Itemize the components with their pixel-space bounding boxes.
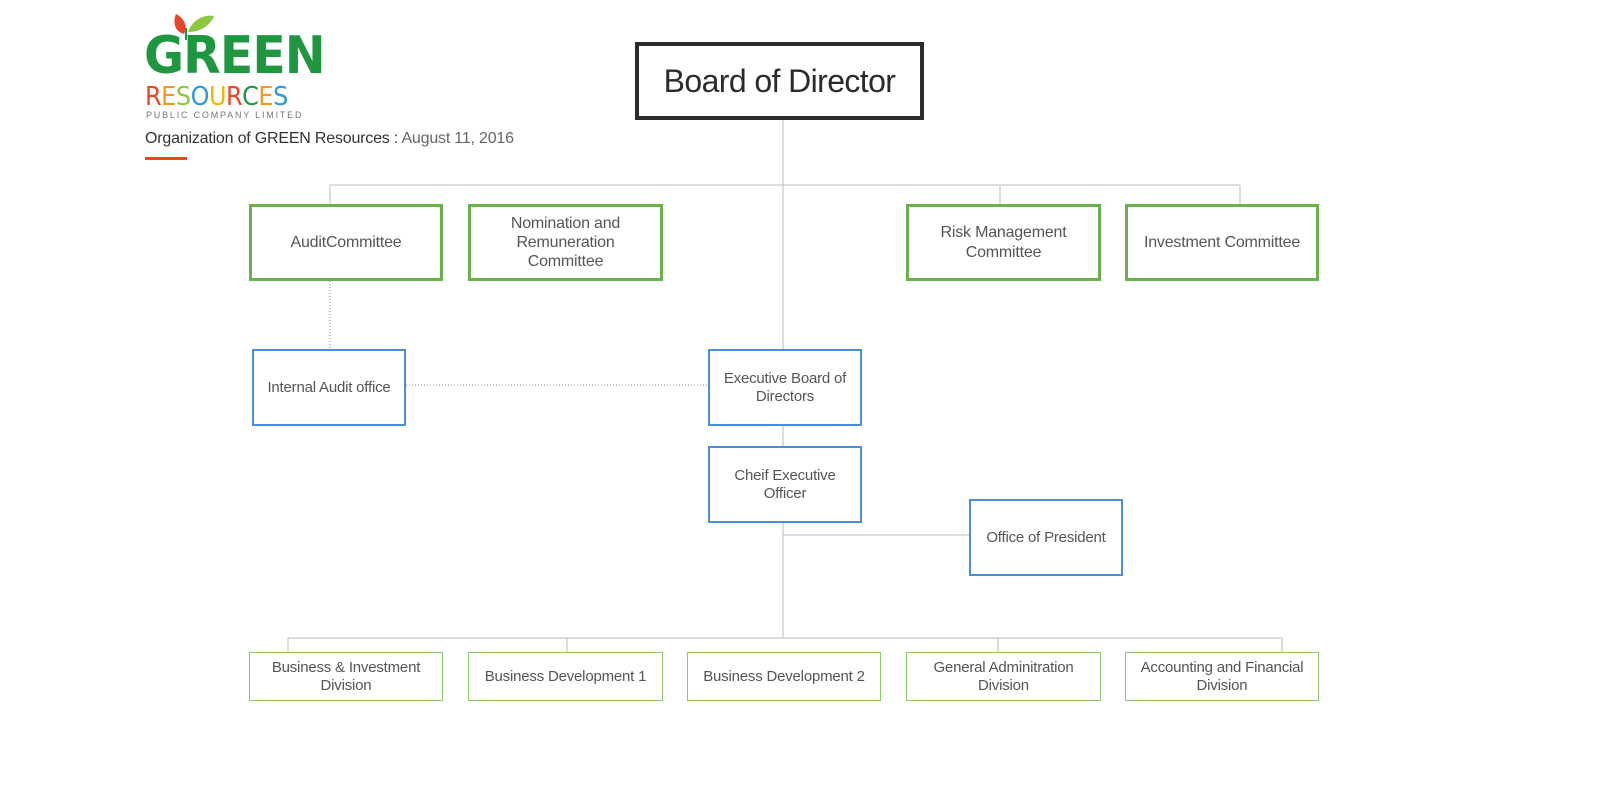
logo-letter: U [208, 82, 226, 112]
logo-letter: E [258, 82, 274, 112]
general-administration-division-box: General Adminitration Division [906, 652, 1101, 701]
logo-wordmark: GREEN [144, 26, 326, 86]
subtitle-underline [145, 157, 187, 160]
executive-board-box: Executive Board of Directors [708, 349, 862, 426]
nomination-committee-box: Nomination and Remuneration Committee [468, 204, 663, 281]
company-logo: GREEN RESOURCES PUBLIC COMPANY LIMITED [144, 12, 326, 122]
logo-letter: R [225, 82, 243, 112]
ceo-box: Cheif Executive Officer [708, 446, 862, 523]
logo-resources-text: RESOURCES [145, 84, 288, 110]
logo-letter: E [161, 82, 176, 112]
logo-company-subtitle: PUBLIC COMPANY LIMITED [146, 110, 304, 120]
logo-letter: R [145, 82, 162, 112]
investment-committee-box: Investment Committee [1125, 204, 1319, 281]
org-title: Organization of GREEN Resources : [145, 130, 399, 147]
business-development-1-box: Business Development 1 [468, 652, 663, 701]
logo-letter: O [190, 82, 210, 112]
logo-letter: S [273, 82, 288, 112]
leaf-icon [174, 14, 214, 40]
audit-committee-box: AuditCommittee [249, 204, 443, 281]
risk-committee-box: Risk Management Committee [906, 204, 1101, 281]
office-of-president-box: Office of President [969, 499, 1123, 576]
logo-letter: S [175, 82, 191, 112]
org-date: August 11, 2016 [401, 130, 514, 147]
internal-audit-office-box: Internal Audit office [252, 349, 406, 426]
chart-subtitle: Organization of GREEN Resources : August… [145, 130, 514, 148]
business-development-2-box: Business Development 2 [687, 652, 881, 701]
accounting-financial-division-box: Accounting and Financial Division [1125, 652, 1319, 701]
logo-letter: C [242, 82, 259, 112]
business-investment-division-box: Business & Investment Division [249, 652, 443, 701]
board-of-director-box: Board of Director [635, 42, 924, 120]
